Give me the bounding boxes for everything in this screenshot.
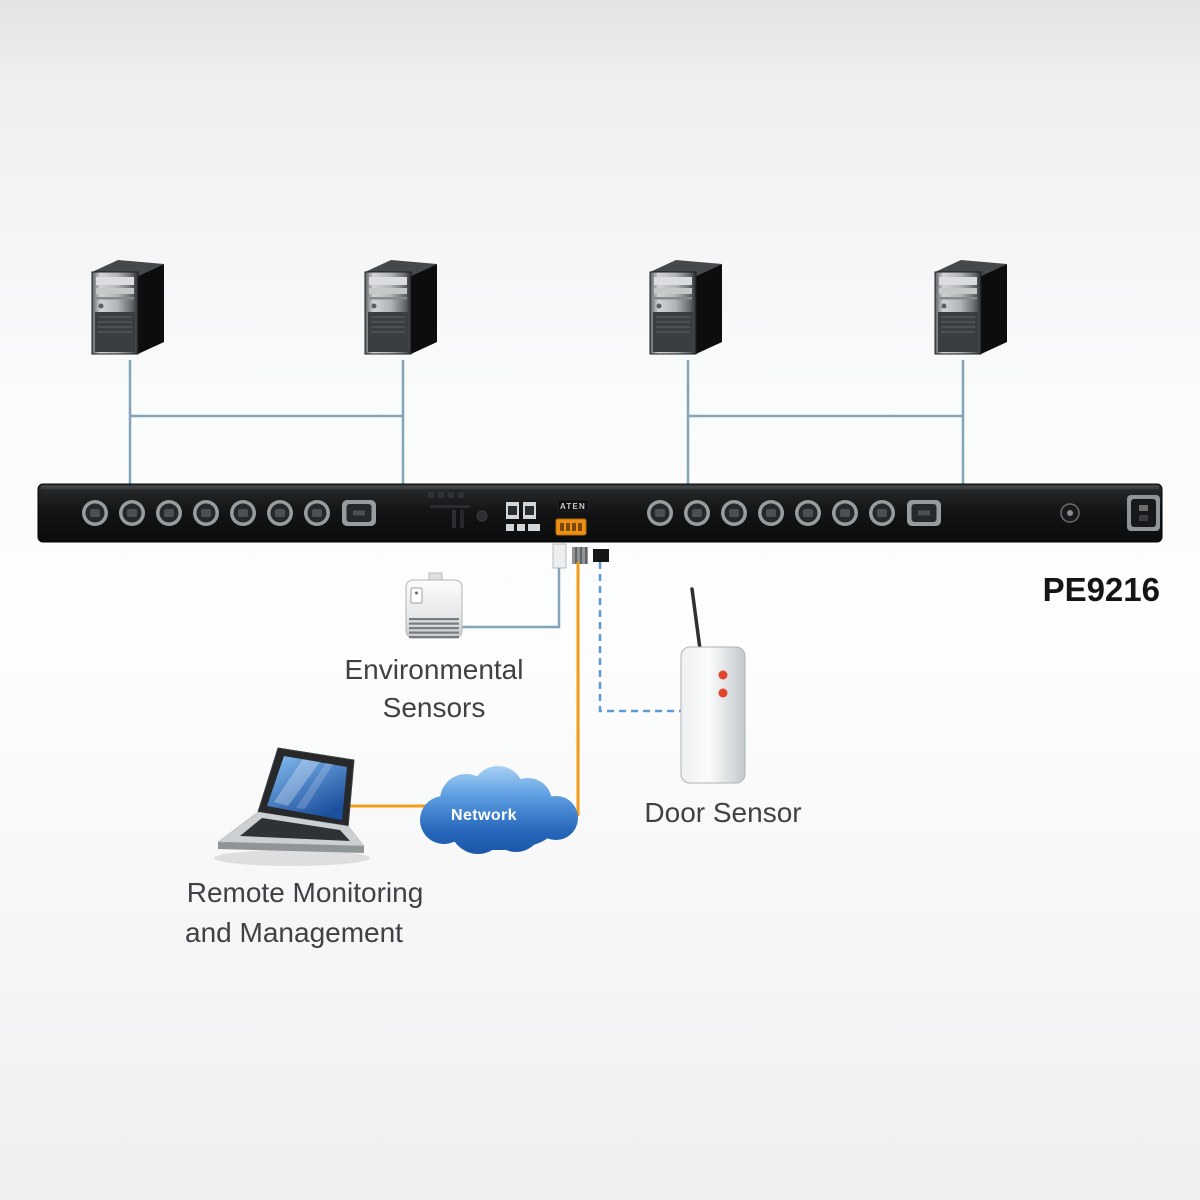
server-tower-1 [91, 259, 165, 355]
network-cloud-label: Network [451, 807, 517, 824]
pdu-outlet [721, 500, 747, 526]
environmental-sensor-icon [405, 572, 463, 639]
server-tower-4 [934, 259, 1008, 355]
door-plug-connector [593, 549, 609, 562]
laptop-icon [214, 747, 370, 866]
door-sensor-led [718, 670, 728, 680]
door-sensor-antenna [690, 587, 702, 651]
pdu-outlet [230, 500, 256, 526]
pdu-outlet [795, 500, 821, 526]
brand-badge-text: ATEN [560, 502, 586, 511]
pdu-power-inlet [1127, 495, 1160, 531]
pdu-outlet [758, 500, 784, 526]
environmental-sensor-link-line [455, 568, 561, 629]
pdu-outlet-large [907, 500, 941, 526]
pdu-outlet [832, 500, 858, 526]
pdu-outlet [82, 500, 108, 526]
environmental-sensors-label-line1: Environmental [345, 654, 524, 685]
laptop-keyboard [240, 818, 350, 841]
pdu-outlet-large [342, 500, 376, 526]
pdu-outlet [193, 500, 219, 526]
pdu-ports [506, 502, 540, 531]
pdu-outlet [647, 500, 673, 526]
pdu-power-button [1060, 503, 1080, 523]
server-tower-3 [649, 259, 723, 355]
environmental-sensors-label-line2: Sensors [383, 692, 486, 723]
server-link-lines [128, 360, 965, 484]
pdu-chassis [37, 483, 1163, 543]
pdu-underside-connectors [552, 543, 609, 569]
pdu-outlet [267, 500, 293, 526]
sensor-plug-connector [552, 543, 567, 569]
pdu-outlet [119, 500, 145, 526]
remote-monitoring-label-line2: and Management [185, 917, 403, 948]
pdu-status-indicators [428, 492, 488, 528]
pdu-unit: ATEN [37, 483, 1163, 543]
door-sensor-label: Door Sensor [644, 797, 801, 828]
product-model-label: PE9216 [1043, 571, 1160, 608]
pdu-outlet [684, 500, 710, 526]
door-sensor-led [718, 688, 728, 698]
network-cloud: Network [420, 766, 578, 854]
pdu-outlet [304, 500, 330, 526]
pdu-top-highlight [42, 486, 1158, 489]
pdu-outlet [156, 500, 182, 526]
laptop-screen [267, 756, 347, 820]
remote-monitoring-label-line1: Remote Monitoring [187, 877, 424, 908]
door-sensor-icon [680, 587, 746, 784]
server-tower-2 [364, 259, 438, 355]
pdu-outlet [869, 500, 895, 526]
pdu-brand-badge: ATEN [557, 499, 589, 512]
door-sensor-link-line [598, 562, 690, 713]
laptop-front-edge [218, 842, 364, 853]
pdu-sensor-port [555, 518, 587, 536]
